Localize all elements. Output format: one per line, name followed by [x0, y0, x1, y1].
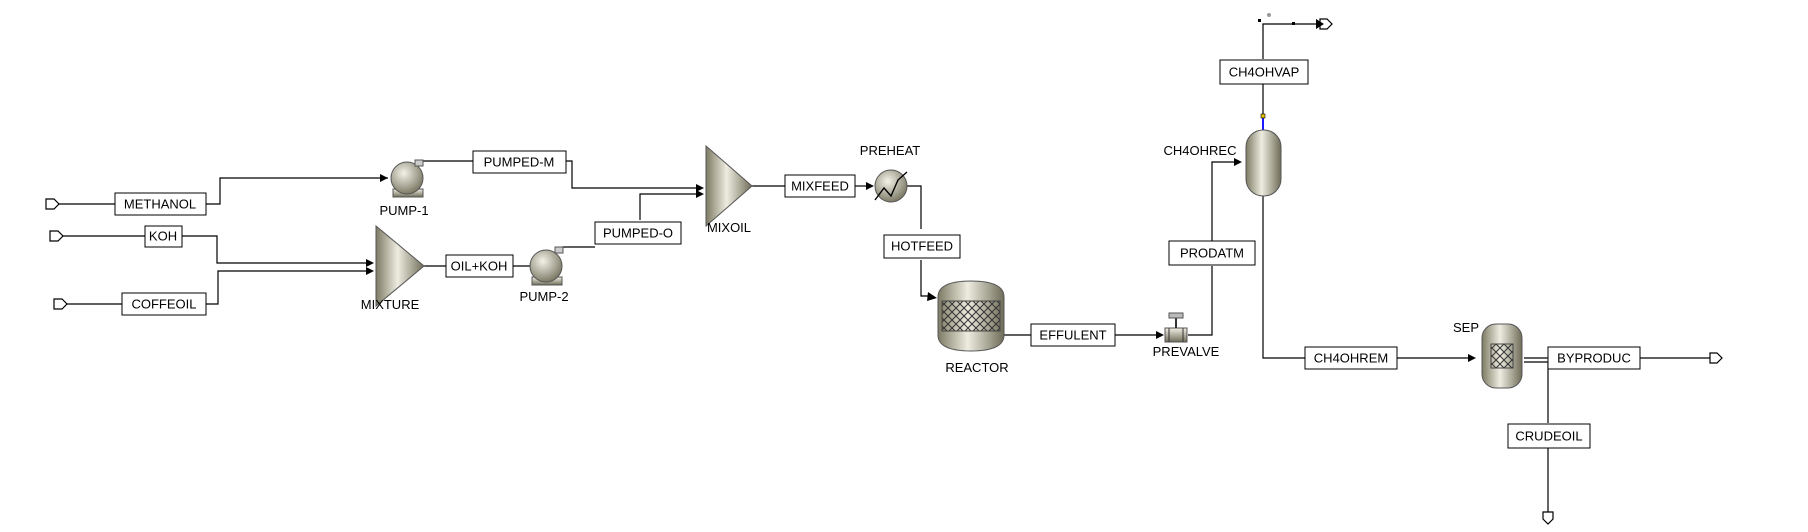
- feed-port-coffeoil-icon[interactable]: [53, 298, 68, 310]
- stream-label-ch4ohvap[interactable]: CH4OHVAP: [1219, 59, 1309, 85]
- stream-label-coffeoil[interactable]: COFFEOIL: [121, 292, 207, 316]
- product-port-ch4ohvap-icon[interactable]: [1258, 13, 1333, 30]
- stream-label-crudeoil[interactable]: CRUDEOIL: [1507, 423, 1591, 449]
- stream-label-prodatm[interactable]: PRODATM: [1168, 240, 1256, 266]
- stream-label-ch4ohrem[interactable]: CH4OHREM: [1304, 346, 1398, 370]
- stream-koh-line[interactable]: [62, 235, 374, 267]
- ch4ohrec-block[interactable]: [1245, 113, 1282, 197]
- stream-label-mixfeed[interactable]: MIXFEED: [784, 174, 856, 198]
- product-port-crudeoil-icon[interactable]: [1542, 511, 1554, 525]
- svg-text:CH4OHREM: CH4OHREM: [1314, 350, 1388, 365]
- stream-label-pumped-o[interactable]: PUMPED-O: [594, 221, 682, 245]
- svg-text:OIL+KOH: OIL+KOH: [451, 258, 508, 273]
- feed-port-methanol-icon[interactable]: [45, 198, 60, 210]
- svg-text:BYPRODUC: BYPRODUC: [1557, 350, 1631, 365]
- stream-hotfeed-line[interactable]: [906, 185, 937, 301]
- svg-text:PUMPED-M: PUMPED-M: [484, 154, 555, 169]
- stream-pumped-m-line[interactable]: [423, 160, 704, 192]
- prevalve-block[interactable]: [1164, 312, 1188, 343]
- svg-text:METHANOL: METHANOL: [124, 196, 196, 211]
- svg-text:PUMPED-O: PUMPED-O: [603, 225, 673, 240]
- svg-text:MIXFEED: MIXFEED: [791, 178, 849, 193]
- reactor-label: REACTOR: [945, 360, 1008, 375]
- mixture-block[interactable]: [375, 224, 425, 308]
- svg-text:CRUDEOIL: CRUDEOIL: [1515, 428, 1582, 443]
- stream-mixfeed-line[interactable]: [752, 182, 874, 190]
- prevalve-label: PREVALVE: [1153, 344, 1220, 359]
- feed-port-koh-icon[interactable]: [49, 230, 64, 242]
- stream-label-hotfeed[interactable]: HOTFEED: [883, 234, 961, 259]
- stream-label-koh[interactable]: KOH: [144, 225, 183, 248]
- stream-pumped-o-line[interactable]: [562, 190, 704, 248]
- sep-label: SEP: [1453, 320, 1479, 335]
- svg-text:HOTFEED: HOTFEED: [891, 238, 953, 253]
- stream-ch4ohrem-line[interactable]: [1262, 196, 1476, 362]
- stream-coffeoil-line[interactable]: [66, 267, 374, 305]
- preheat-block[interactable]: [874, 169, 908, 203]
- stream-prodatm-line[interactable]: [1188, 158, 1242, 336]
- stream-label-effulent[interactable]: EFFULENT: [1030, 323, 1116, 347]
- mixoil-label: MIXOIL: [707, 220, 751, 235]
- pump-1-label: PUMP-1: [379, 203, 428, 218]
- svg-text:COFFEOIL: COFFEOIL: [131, 296, 196, 311]
- stream-label-pumped-m[interactable]: PUMPED-M: [472, 150, 567, 174]
- pump-2-block[interactable]: [529, 246, 564, 286]
- pump-2-label: PUMP-2: [519, 289, 568, 304]
- pump-1-block[interactable]: [390, 159, 424, 198]
- sep-block[interactable]: [1481, 323, 1523, 389]
- svg-text:KOH: KOH: [149, 228, 177, 243]
- stream-label-methanol[interactable]: METHANOL: [114, 192, 207, 216]
- mixture-label: MIXTURE: [361, 297, 420, 312]
- stream-effulent-line[interactable]: [1004, 331, 1164, 339]
- stream-methanol-line[interactable]: [58, 174, 388, 205]
- product-port-byproduc-icon[interactable]: [1709, 352, 1723, 364]
- preheat-label: PREHEAT: [860, 143, 920, 158]
- stream-label-byproduc[interactable]: BYPRODUC: [1547, 346, 1641, 370]
- svg-text:CH4OHVAP: CH4OHVAP: [1229, 64, 1300, 79]
- svg-text:PRODATM: PRODATM: [1180, 245, 1244, 260]
- stream-label-oil-koh[interactable]: OIL+KOH: [445, 254, 514, 278]
- ch4ohrec-label: CH4OHREC: [1164, 143, 1237, 158]
- svg-text:EFFULENT: EFFULENT: [1039, 327, 1106, 342]
- mixoil-block[interactable]: [705, 144, 753, 228]
- reactor-block[interactable]: [937, 280, 1005, 352]
